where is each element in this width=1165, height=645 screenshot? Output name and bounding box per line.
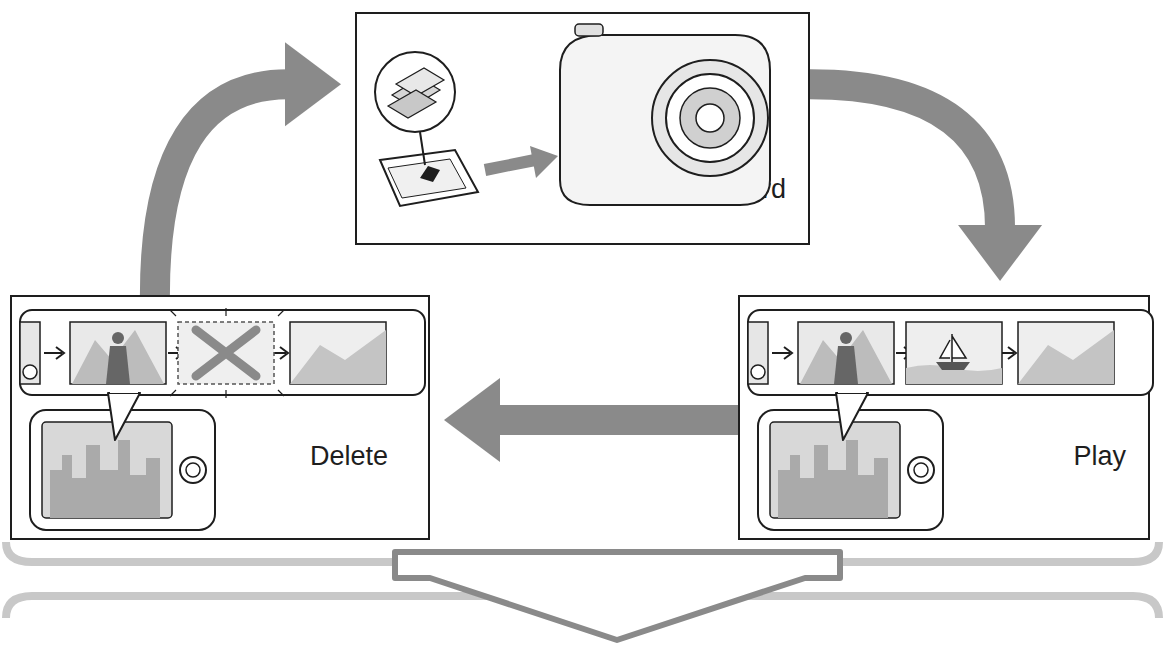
stage-box: Play: [738, 295, 1150, 540]
arrow-head: [285, 42, 341, 126]
arrow-shaft: [810, 84, 1000, 228]
stage-label: Record: [699, 174, 786, 205]
stage-label: Play: [1073, 441, 1126, 472]
stage-box: Delete: [10, 295, 430, 540]
flow-arrow: [810, 84, 1042, 281]
flow-arrow: [155, 42, 341, 295]
flow-arrow: [444, 378, 738, 462]
arrow-head: [444, 378, 500, 462]
arrow-shaft: [497, 405, 738, 435]
stage-box: Record: [355, 12, 810, 245]
bottom-band: [6, 542, 1159, 640]
arrow-head: [958, 225, 1042, 281]
stage-label: Delete: [310, 441, 388, 472]
arrow-shaft: [155, 84, 288, 295]
